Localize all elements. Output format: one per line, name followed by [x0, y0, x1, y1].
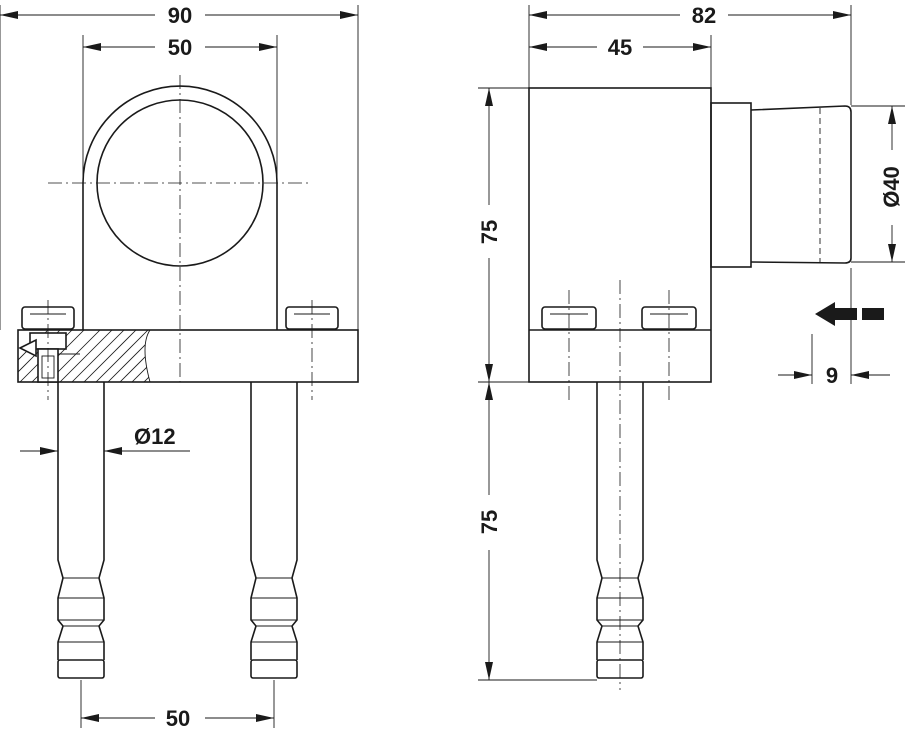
- side-screw-heads: [541, 306, 697, 330]
- dimension-front-pin-spacing: 50: [80, 680, 275, 730]
- front-view: 90 50: [0, 3, 359, 730]
- load-direction-arrow: [815, 302, 884, 326]
- left-screw: [18, 306, 80, 383]
- right-pin: [250, 382, 298, 679]
- dim-label-50-top: 50: [168, 35, 192, 60]
- dim-label-50-bottom: 50: [166, 706, 190, 730]
- dimension-side-buffer-diameter: Ø40: [851, 105, 905, 263]
- dimension-front-overall-width: 90: [0, 3, 359, 330]
- dim-label-90: 90: [168, 3, 192, 28]
- dim-label-45: 45: [608, 35, 632, 60]
- dimension-side-overall-depth: 82: [528, 3, 852, 105]
- dim-label-d40: Ø40: [879, 166, 904, 208]
- dimension-side-offset: 9: [778, 268, 890, 388]
- left-pin: [57, 382, 105, 679]
- base-plate: [17, 329, 359, 383]
- side-view: 82 45: [477, 3, 905, 690]
- dim-label-82: 82: [692, 3, 716, 28]
- dimension-side-body-depth: 45: [529, 35, 712, 88]
- dim-label-d12: Ø12: [134, 424, 176, 449]
- dim-label-75-top: 75: [477, 220, 502, 244]
- dimension-front-ring-width: 50: [82, 35, 278, 178]
- buffer-stopper: [710, 102, 852, 268]
- dim-label-9: 9: [826, 363, 838, 388]
- section-break-line: [144, 329, 151, 383]
- dimension-side-body-height: 75: [477, 87, 529, 383]
- dimension-front-pin-diameter: Ø12: [20, 424, 190, 455]
- dim-label-75-bottom: 75: [477, 510, 502, 534]
- dimension-side-pin-length: 75: [477, 382, 597, 681]
